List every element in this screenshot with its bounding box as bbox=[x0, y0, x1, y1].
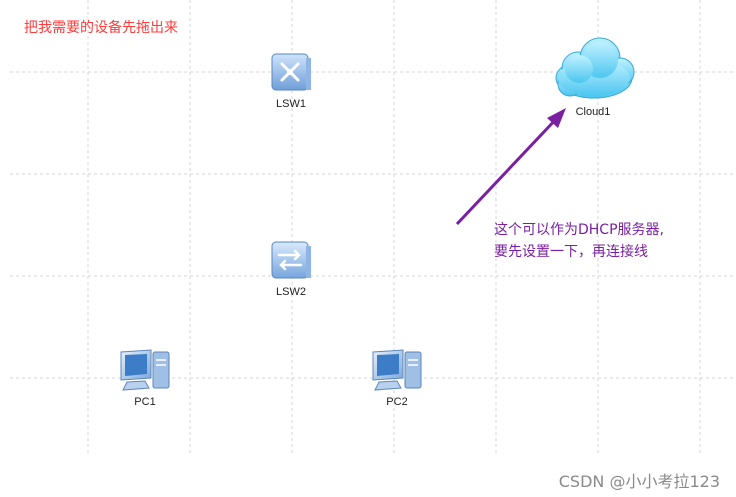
device-label: PC2 bbox=[386, 396, 408, 408]
switch-icon bbox=[271, 53, 311, 91]
cloud-icon bbox=[555, 37, 635, 99]
pc-icon bbox=[120, 349, 170, 391]
device-lsw1[interactable]: LSW1 bbox=[266, 50, 316, 110]
switch-icon bbox=[271, 241, 311, 279]
device-cloud1[interactable]: Cloud1 bbox=[548, 34, 638, 118]
device-label: LSW1 bbox=[276, 98, 306, 110]
device-lsw2[interactable]: LSW2 bbox=[266, 238, 316, 298]
device-pc1[interactable]: PC1 bbox=[114, 346, 176, 408]
annotation-note: 这个可以作为DHCP服务器, 要先设置一下，再连接线 bbox=[494, 219, 724, 263]
annotation-line-1: 这个可以作为DHCP服务器, bbox=[494, 222, 664, 238]
device-label: LSW2 bbox=[276, 286, 306, 298]
device-pc2[interactable]: PC2 bbox=[366, 346, 428, 408]
device-label: Cloud1 bbox=[575, 106, 611, 118]
device-label: PC1 bbox=[134, 396, 156, 408]
annotation-line-2: 要先设置一下，再连接线 bbox=[494, 244, 648, 260]
pc-icon bbox=[372, 349, 422, 391]
instruction-note: 把我需要的设备先拖出来 bbox=[24, 20, 178, 36]
watermark: CSDN @小小考拉123 bbox=[558, 472, 720, 491]
